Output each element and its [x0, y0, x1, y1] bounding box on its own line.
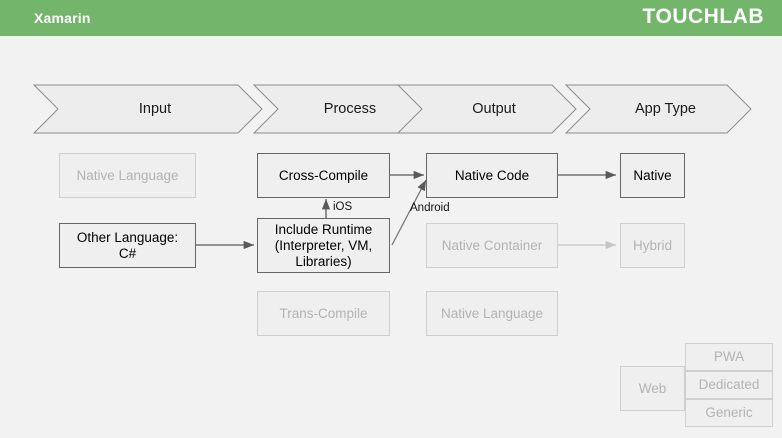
stage-bar: Input Process Output App Type	[0, 84, 782, 134]
node-other-language[interactable]: Other Language: C#	[59, 223, 196, 268]
node-label-line1: Include Runtime	[274, 221, 373, 237]
node-native-code[interactable]: Native Code	[426, 153, 558, 198]
edge-label-ios: iOS	[333, 201, 353, 213]
node-native-language-output[interactable]: Native Language	[426, 291, 558, 336]
node-generic[interactable]: Generic	[685, 399, 773, 427]
chevron-shape	[33, 84, 263, 134]
chevron-shape	[397, 84, 577, 134]
node-label: Cross-Compile	[278, 167, 369, 183]
node-pwa[interactable]: PWA	[685, 343, 773, 371]
touchlab-logo: TOUCHLAB	[642, 5, 764, 28]
node-label-line2: C#	[118, 245, 137, 261]
node-dedicated[interactable]: Dedicated	[685, 371, 773, 399]
node-trans-compile[interactable]: Trans-Compile	[257, 291, 390, 336]
stage-label-app-type: App Type	[634, 101, 696, 117]
stage-label-output: Output	[472, 101, 516, 117]
node-include-runtime[interactable]: Include Runtime (Interpreter, VM, Librar…	[257, 218, 390, 273]
node-web-app[interactable]: Web	[620, 366, 685, 411]
node-label: Native Language	[440, 305, 544, 321]
node-label-line1: Other Language:	[76, 229, 179, 245]
node-native-container[interactable]: Native Container	[426, 223, 558, 268]
node-label-line2: (Interpreter, VM,	[274, 237, 373, 253]
node-cross-compile[interactable]: Cross-Compile	[257, 153, 390, 198]
edge-label-android: Android	[410, 202, 450, 214]
header-title: Xamarin	[34, 10, 91, 26]
node-label: Dedicated	[698, 377, 760, 392]
stage-chevron-input[interactable]: Input	[33, 84, 263, 134]
node-label: PWA	[713, 349, 745, 364]
node-label: Hybrid	[632, 237, 672, 253]
node-hybrid-app[interactable]: Hybrid	[620, 223, 685, 268]
chevron-shape	[565, 84, 752, 134]
page-header: Xamarin TOUCHLAB	[0, 0, 782, 36]
stage-chevron-output[interactable]: Output	[397, 84, 577, 134]
node-native-app[interactable]: Native	[620, 153, 685, 198]
stage-label-process: Process	[323, 101, 377, 117]
node-native-language-input[interactable]: Native Language	[59, 153, 196, 198]
node-label: Native	[633, 167, 672, 183]
node-label: Trans-Compile	[279, 305, 368, 321]
node-label: Generic	[705, 405, 753, 420]
stage-chevron-app-type[interactable]: App Type	[565, 84, 752, 134]
node-label: Web	[638, 380, 667, 396]
node-label: Native Container	[441, 237, 543, 253]
stage-label-input: Input	[138, 101, 172, 117]
node-label: Native Language	[76, 167, 179, 183]
node-label: Native Code	[454, 167, 530, 183]
node-label-line3: Libraries)	[295, 253, 352, 269]
